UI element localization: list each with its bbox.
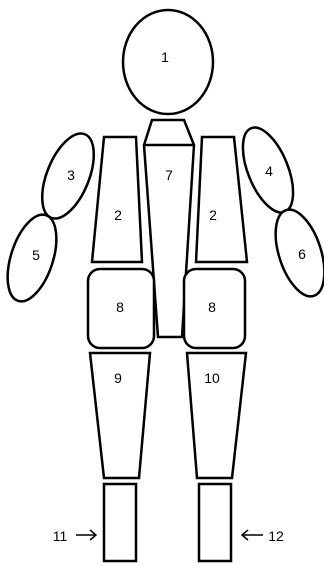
forearm-right-label: 6: [298, 246, 306, 262]
shin-left-arrow-icon: [76, 530, 96, 540]
shin-right-arrow-icon: [242, 530, 263, 540]
hip-left-label: 8: [116, 299, 124, 315]
torso-right-label: 2: [209, 207, 217, 223]
hip-right-label: 8: [208, 299, 216, 315]
upper-arm-left-label: 3: [67, 167, 75, 183]
forearm-left-label: 5: [32, 247, 40, 263]
thigh-right-label: 10: [204, 370, 220, 386]
torso-left-shape: [92, 137, 142, 262]
upper-arm-right-label: 4: [265, 163, 273, 179]
shin-right-label: 12: [268, 528, 284, 544]
shin-right-shape: [199, 484, 231, 561]
torso-left-label: 2: [114, 207, 122, 223]
shin-left-shape: [104, 484, 136, 561]
shin-left-label: 11: [53, 528, 68, 544]
forearm-right-shape: [266, 204, 324, 303]
torso-right-shape: [196, 137, 247, 262]
spine-label: 7: [165, 167, 173, 183]
head-label: 1: [161, 49, 169, 65]
thigh-left-label: 9: [114, 370, 122, 386]
